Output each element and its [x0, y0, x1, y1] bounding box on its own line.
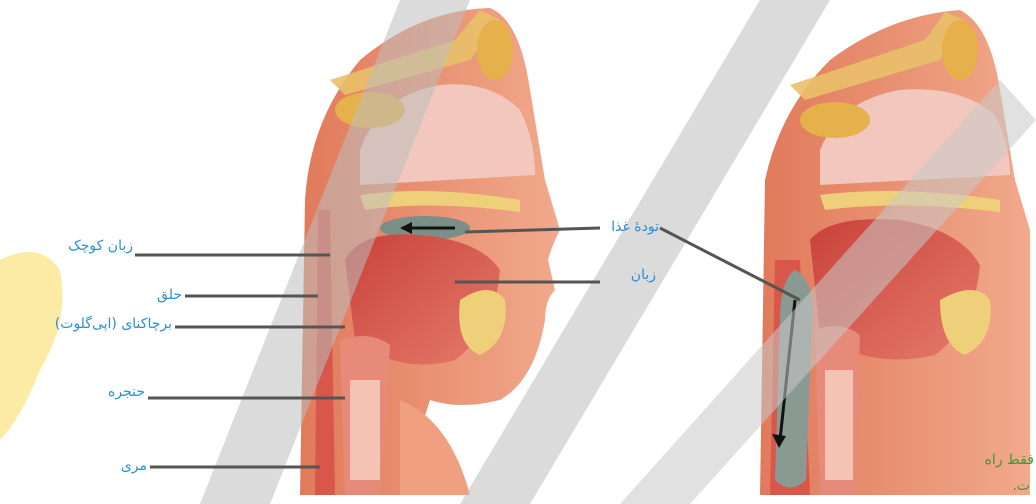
label-esophagus: مری — [121, 458, 147, 474]
label-tongue: زبان — [631, 267, 656, 283]
caption-line-2: ت. — [1012, 478, 1030, 494]
left-trachea-rings — [350, 380, 380, 480]
right-sinus-2 — [942, 20, 978, 80]
label-food-bolus: تودهٔ غذا — [611, 219, 659, 235]
label-larynx: حنجره — [108, 384, 145, 400]
right-trachea-rings — [825, 370, 853, 480]
watermark-logo — [0, 252, 63, 440]
right-sinus — [800, 102, 870, 138]
caption-line-1: فقط راه — [985, 452, 1035, 468]
label-pharynx: حلق — [157, 287, 182, 303]
label-uvula: زبان کوچک — [68, 238, 133, 254]
left-sinus-2 — [477, 20, 513, 80]
label-epiglottis: برچاکنای (اپی‌گلوت) — [55, 316, 172, 332]
left-neck — [400, 400, 470, 495]
